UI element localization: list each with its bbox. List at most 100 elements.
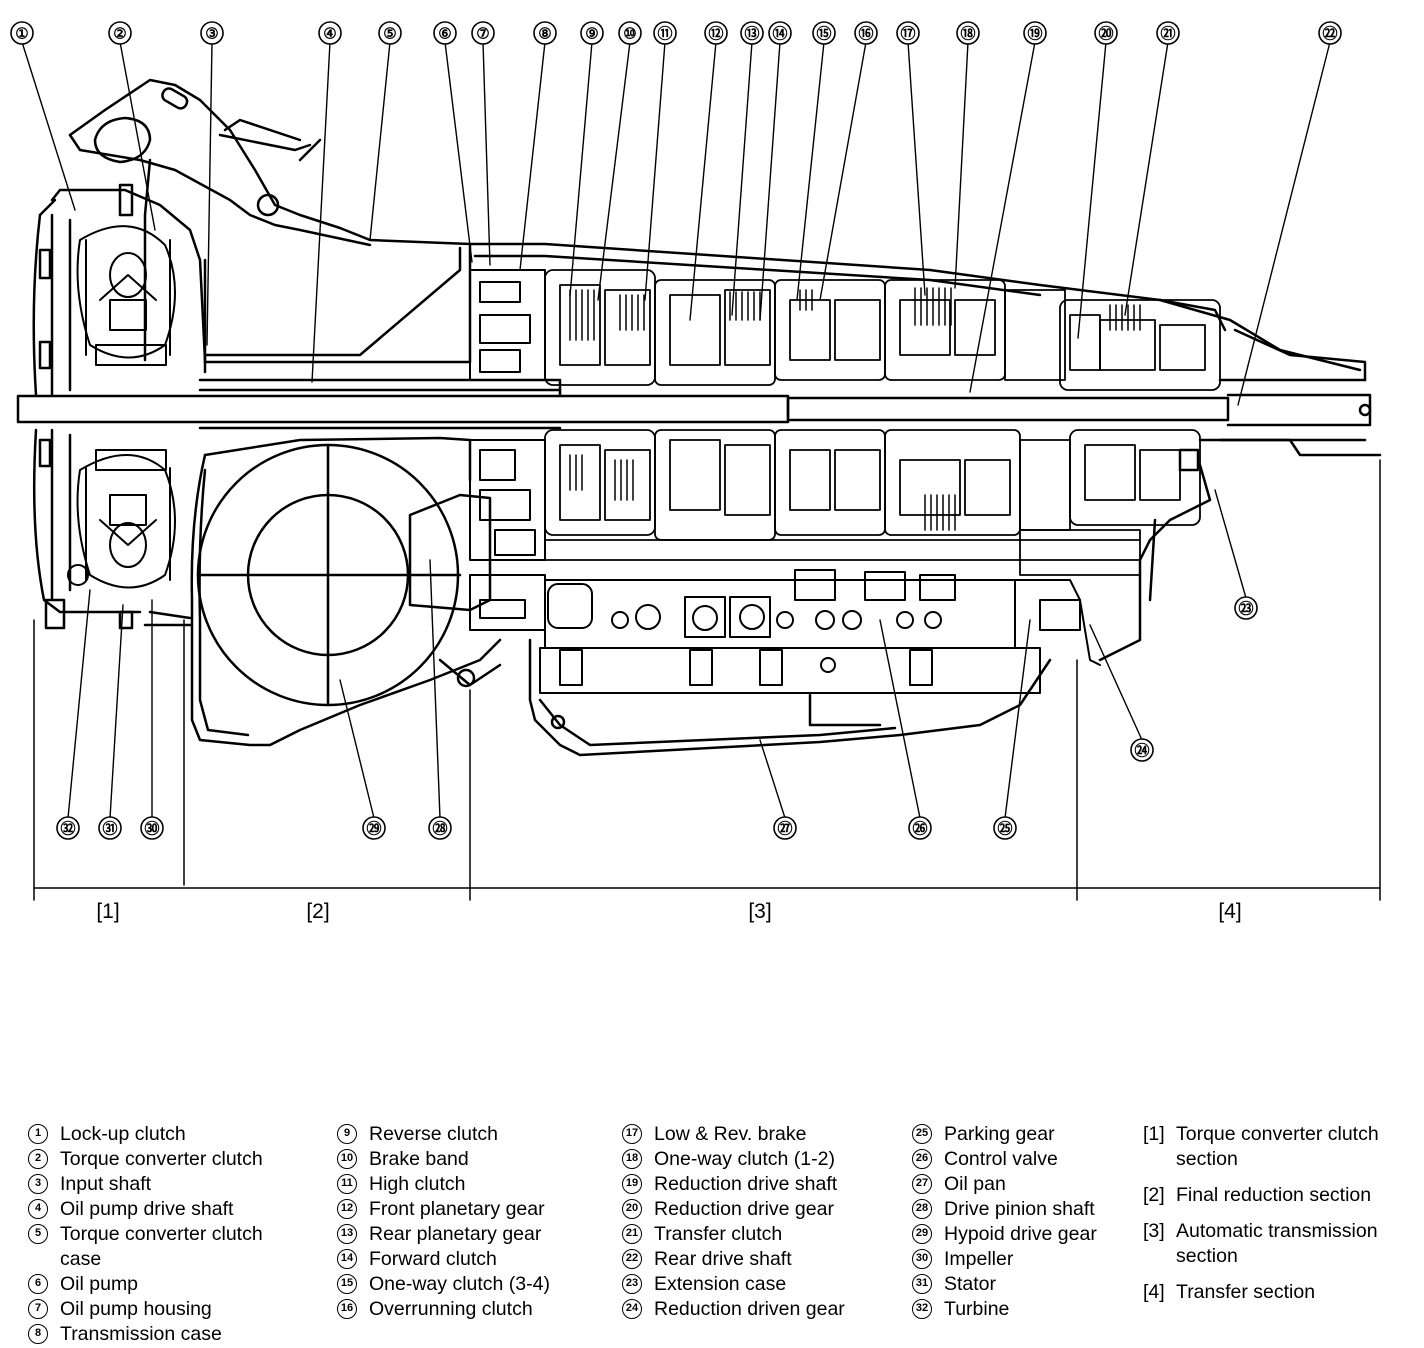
legend-item: 25 Parking gear (912, 1122, 1097, 1147)
callout-17: ⑰ (896, 21, 920, 45)
legend-text: Transfer clutch (654, 1223, 783, 1245)
callout-31: ㉛ (98, 816, 122, 840)
legend-number: 6 (28, 1274, 48, 1294)
legend-text: Turbine (944, 1298, 1010, 1320)
callout-16: ⑯ (854, 21, 878, 45)
section-key: [3] (1143, 1220, 1165, 1242)
section-item: [3] Automatic transmission section (1143, 1219, 1412, 1269)
callout-4: ④ (318, 21, 342, 45)
legend-text: Oil pump housing (60, 1298, 212, 1320)
legend-item: 12 Front planetary gear (337, 1197, 550, 1222)
callout-label: ⑥ (438, 26, 451, 43)
legend-text: Front planetary gear (369, 1198, 545, 1220)
legend-text: Lock-up clutch (60, 1123, 186, 1145)
legend-text: High clutch (369, 1173, 466, 1195)
section-marker-3: [3] (748, 900, 771, 923)
callout-label: ⑰ (900, 25, 915, 43)
callout-label: ㉒ (1322, 25, 1337, 43)
legend-number: 17 (622, 1124, 642, 1144)
legend-text: Control valve (944, 1148, 1058, 1170)
callout-3: ③ (200, 21, 224, 45)
callout-6: ⑥ (433, 21, 457, 45)
legend-text: Drive pinion shaft (944, 1198, 1095, 1220)
callout-label: ㉓ (1238, 600, 1253, 618)
callout-label: ㉑ (1160, 25, 1175, 43)
legend-text: Oil pan (944, 1173, 1006, 1195)
legend-text: One-way clutch (1-2) (654, 1148, 835, 1170)
callout-label: ⑬ (744, 25, 759, 43)
legend-item: 28 Drive pinion shaft (912, 1197, 1097, 1222)
section-markers: [1] [2] [3] [4] (96, 900, 1241, 923)
legend-text: Forward clutch (369, 1248, 497, 1270)
legend-item: 11 High clutch (337, 1172, 550, 1197)
legend-number: 3 (28, 1174, 48, 1194)
legend-number: 11 (337, 1174, 357, 1194)
upper-casing-outline (203, 242, 1367, 382)
callout-9: ⑨ (580, 21, 604, 45)
legend-number: 12 (337, 1199, 357, 1219)
callout-label: ㉔ (1134, 742, 1149, 760)
section-key: [2] (1143, 1184, 1165, 1206)
legend-number: 18 (622, 1149, 642, 1169)
callout-label: ⑯ (858, 25, 873, 43)
callout-28: ㉘ (428, 816, 452, 840)
legend-number: 25 (912, 1124, 932, 1144)
legend-text: Transmission case (60, 1323, 222, 1345)
callout-24: ㉔ (1130, 738, 1154, 762)
callout-label: ③ (205, 26, 218, 43)
legend-text: Torque converter clutch (60, 1148, 263, 1170)
section-marker-2: [2] (306, 900, 329, 923)
callout-8: ⑧ (533, 21, 557, 45)
callout-label: ⑫ (708, 25, 723, 43)
callout-label: ㉗ (777, 820, 792, 838)
legend-text: Overrunning clutch (369, 1298, 533, 1320)
legend-text: Parking gear (944, 1123, 1055, 1145)
legend-text: Input shaft (60, 1173, 152, 1195)
callout-15: ⑮ (812, 21, 836, 45)
callout-2: ② (108, 21, 132, 45)
callout-1: ① (10, 21, 34, 45)
clutch-packs-upper (544, 269, 1221, 391)
callout-12: ⑫ (704, 21, 728, 45)
section-name: Transfer section (1176, 1281, 1316, 1303)
section-marker-4: [4] (1218, 900, 1241, 923)
clutch-plates-lower (569, 454, 956, 531)
section-item: [4] Transfer section (1143, 1280, 1412, 1305)
legend-number: 21 (622, 1224, 642, 1244)
legend-number: 8 (28, 1324, 48, 1344)
legend-item: 3 Input shaft (28, 1172, 263, 1197)
callout-label: ㉛ (102, 820, 117, 838)
callout-label: ⑧ (538, 26, 551, 43)
final-reduction-housing (143, 436, 502, 747)
legend-text: Hypoid drive gear (944, 1223, 1097, 1245)
callout-11: ⑪ (653, 21, 677, 45)
callout-23: ㉓ (1234, 596, 1258, 620)
callout-label: ⑩ (623, 26, 636, 43)
section-item: [2] Final reduction section (1143, 1183, 1412, 1208)
legend-text: Rear drive shaft (654, 1248, 792, 1270)
callout-label: ㉜ (60, 820, 75, 838)
section-item: [1] Torque converter clutch section (1143, 1122, 1412, 1172)
legend-text: Torque converter clutch (60, 1223, 263, 1245)
legend-number: 9 (337, 1124, 357, 1144)
legend-text: Oil pump (60, 1273, 139, 1295)
legend-number: 13 (337, 1224, 357, 1244)
callout-label: ⑤ (383, 26, 396, 43)
legend-number: 28 (912, 1199, 932, 1219)
legend-item: 18 One-way clutch (1-2) (622, 1147, 845, 1172)
legend-number: 29 (912, 1224, 932, 1244)
legend-number: 15 (337, 1274, 357, 1294)
legend-text: Extension case (654, 1273, 787, 1295)
